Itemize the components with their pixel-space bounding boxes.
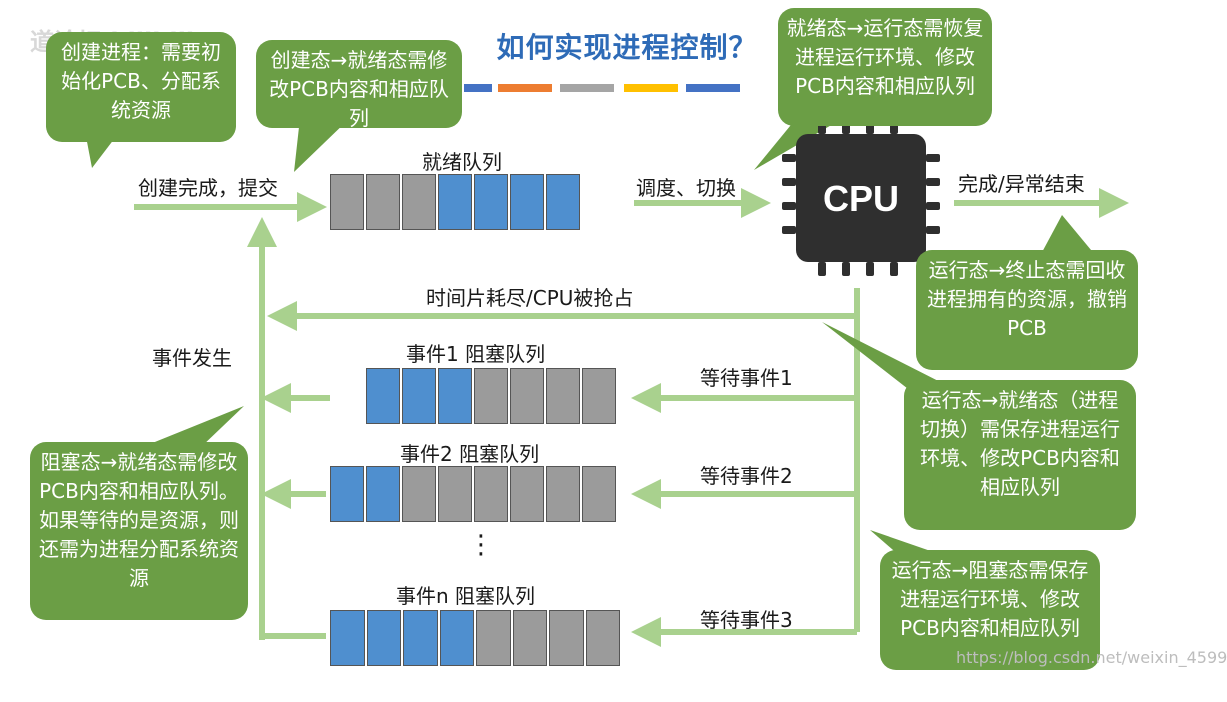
blocked-queue-n — [330, 610, 622, 666]
q2-queue-cell-gray — [438, 466, 472, 522]
qn-queue-cell-gray — [512, 610, 547, 666]
create-to-ready-bubble: 创建态→就绪态需修改PCB内容和相应队列 — [256, 40, 462, 130]
ready-queue-label: 就绪队列 — [422, 150, 502, 174]
ready-queue-cell-blue — [546, 174, 580, 230]
submit-label: 创建完成，提交 — [138, 176, 278, 200]
wait-event-3-label: 等待事件3 — [700, 608, 793, 632]
qn-queue-cell-gray — [476, 610, 511, 666]
blocked-queue-1-label: 事件1 阻塞队列 — [406, 342, 546, 366]
blocked-to-ready-bubble: 阻塞态→就绪态需修改PCB内容和相应队列。如果等待的是资源，则还需为进程分配系统… — [30, 442, 248, 620]
blocked-queue-1 — [366, 368, 618, 424]
ready-queue-cell-gray — [366, 174, 400, 230]
q1-queue-cell-gray — [582, 368, 616, 424]
ready-to-running-bubble: 就绪态→运行态需恢复进程运行环境、修改PCB内容和相应队列 — [778, 8, 992, 126]
qn-queue-cell-blue — [366, 610, 401, 666]
ellipsis-dots: ⋮ — [468, 530, 494, 560]
finish-label: 完成/异常结束 — [958, 172, 1085, 196]
ready-queue-cell-blue — [438, 174, 472, 230]
q2-queue-cell-gray — [546, 466, 580, 522]
event-occurs-label: 事件发生 — [152, 346, 232, 370]
blocked-queue-n-label: 事件n 阻塞队列 — [396, 584, 536, 608]
ready-queue-cell-gray — [402, 174, 436, 230]
q2-queue-cell-gray — [474, 466, 508, 522]
q1-queue-cell-gray — [474, 368, 508, 424]
cpu-label: CPU — [822, 178, 899, 219]
wait-event-1-label: 等待事件1 — [700, 366, 793, 390]
qn-queue-cell-blue — [439, 610, 474, 666]
qn-queue-cell-gray — [585, 610, 620, 666]
q2-queue-cell-gray — [510, 466, 544, 522]
q2-queue-cell-blue — [366, 466, 400, 522]
q2-queue-cell-gray — [402, 466, 436, 522]
q1-queue-cell-gray — [546, 368, 580, 424]
title-color-bar — [464, 84, 784, 92]
timeout-label: 时间片耗尽/CPU被抢占 — [426, 286, 634, 310]
q2-queue-cell-blue — [330, 466, 364, 522]
qn-queue-cell-blue — [330, 610, 365, 666]
running-to-ready-bubble: 运行态→就绪态（进程切换）需保存进程运行环境、修改PCB内容和相应队列 — [904, 380, 1136, 530]
qn-queue-cell-blue — [403, 610, 438, 666]
ready-queue-cell-blue — [510, 174, 544, 230]
blocked-queue-2 — [330, 466, 618, 522]
create-process-bubble: 创建进程：需要初始化PCB、分配系统资源 — [46, 32, 236, 142]
ready-queue — [330, 174, 582, 230]
source-url-watermark: https://blog.csdn.net/weixin_4599 — [956, 648, 1227, 667]
q1-queue-cell-gray — [510, 368, 544, 424]
cpu-chip — [782, 120, 940, 276]
qn-queue-cell-gray — [549, 610, 584, 666]
q2-queue-cell-gray — [582, 466, 616, 522]
page-title: 如何实现进程控制？ — [496, 31, 758, 64]
running-to-terminated-bubble: 运行态→终止态需回收进程拥有的资源，撤销PCB — [916, 250, 1138, 370]
q1-queue-cell-blue — [438, 368, 472, 424]
blocked-queue-2-label: 事件2 阻塞队列 — [400, 442, 540, 466]
ready-queue-cell-gray — [330, 174, 364, 230]
q1-queue-cell-blue — [402, 368, 436, 424]
running-to-blocked-bubble: 运行态→阻塞态需保存进程运行环境、修改PCB内容和相应队列 — [880, 550, 1100, 670]
dispatch-label: 调度、切换 — [636, 176, 736, 200]
q1-queue-cell-blue — [366, 368, 400, 424]
ready-queue-cell-blue — [474, 174, 508, 230]
wait-event-2-label: 等待事件2 — [700, 464, 793, 488]
